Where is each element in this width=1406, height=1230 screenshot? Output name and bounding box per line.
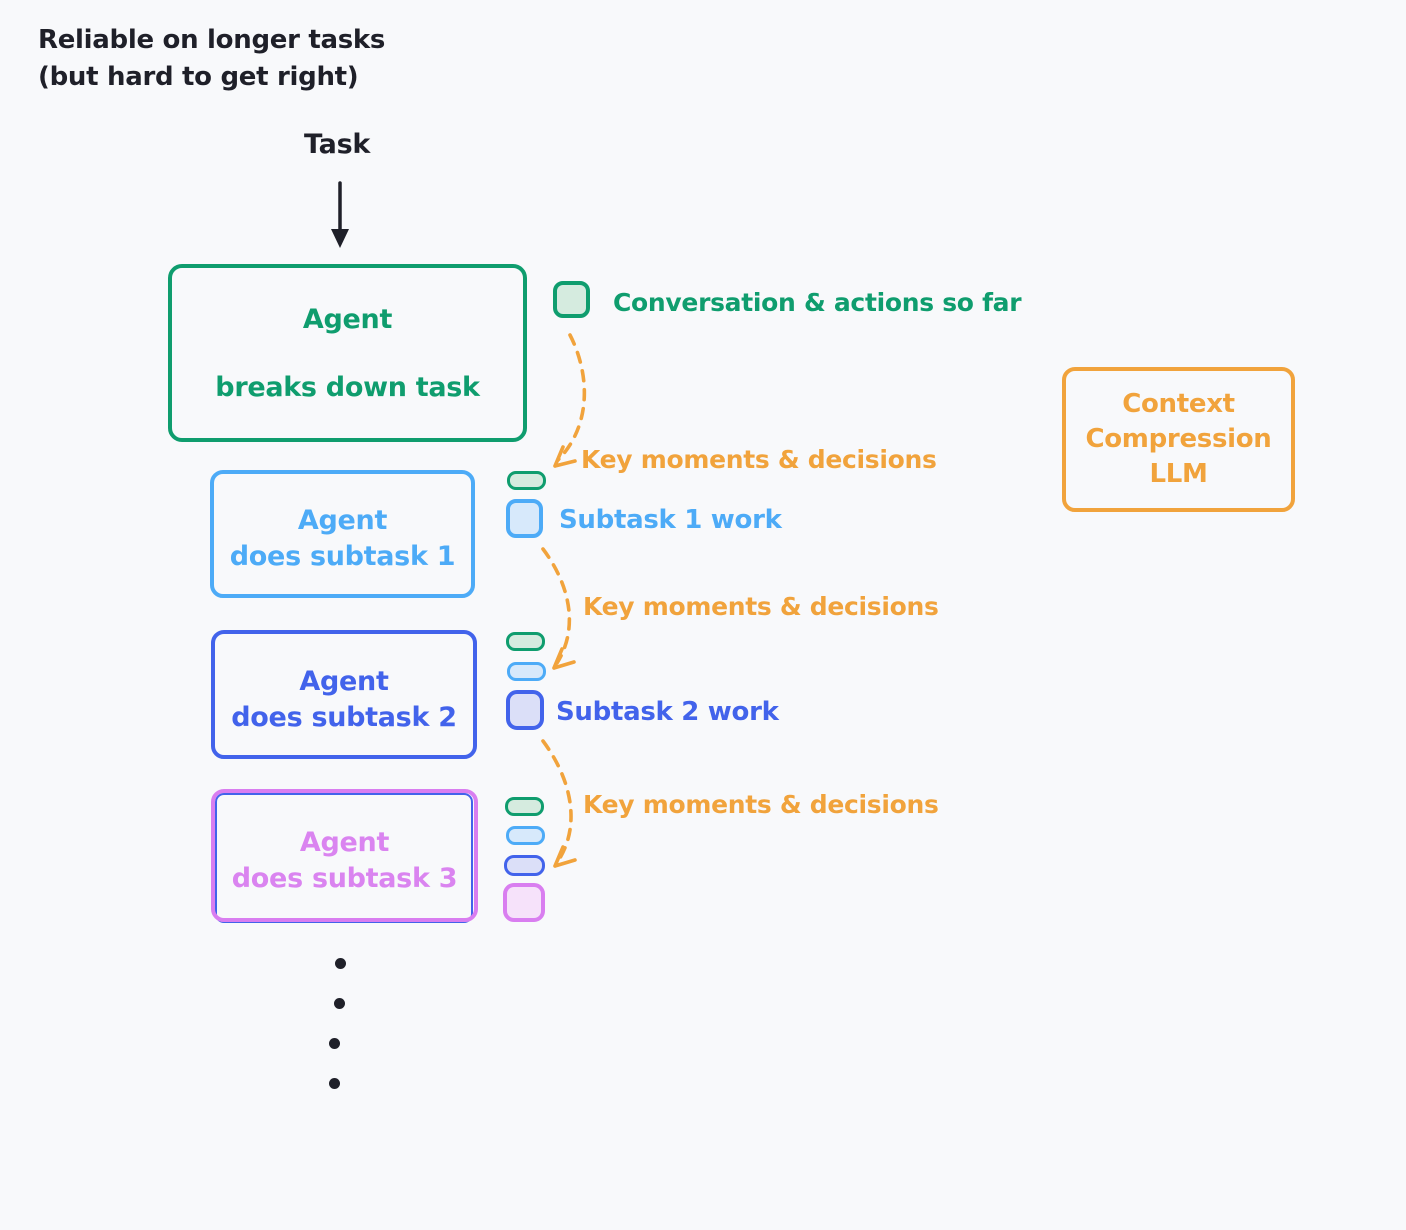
key-moments-label-2: Key moments & decisions xyxy=(583,592,939,621)
key-moments-chip-royal-3 xyxy=(504,855,545,876)
context-compression-line2: Compression xyxy=(1085,424,1272,454)
subtask2-agent-box: Agent does subtask 2 xyxy=(211,630,477,759)
task-arrow xyxy=(331,181,349,248)
subtask3-agent-box: Agent does subtask 3 xyxy=(211,789,478,922)
subtask2-agent-title: Agent xyxy=(299,665,389,697)
compression-arrow-2 xyxy=(541,547,576,670)
ellipsis-dot-2 xyxy=(334,998,345,1009)
page-title: Reliable on longer tasks (but hard to ge… xyxy=(38,22,385,96)
key-moments-chip-green-2 xyxy=(506,632,545,651)
key-moments-chip-green-3 xyxy=(505,797,544,816)
key-moments-label-3: Key moments & decisions xyxy=(583,790,939,819)
subtask2-work-chip xyxy=(506,690,544,730)
key-moments-chip-blue-2 xyxy=(507,662,546,681)
subtask1-work-chip xyxy=(506,499,543,538)
subtask3-agent-box-underlay xyxy=(215,793,473,923)
subtask2-agent-subtitle: does subtask 2 xyxy=(231,701,457,733)
context-compression-line1: Context xyxy=(1122,389,1235,419)
key-moments-label-1: Key moments & decisions xyxy=(581,445,937,474)
task-label: Task xyxy=(304,129,370,160)
subtask2-work-label: Subtask 2 work xyxy=(556,697,779,727)
ellipsis-dot-3 xyxy=(329,1038,340,1049)
compression-arrow-1 xyxy=(553,333,587,468)
ellipsis-dot-4 xyxy=(329,1078,340,1089)
context-compression-box: Context Compression LLM xyxy=(1062,367,1295,512)
subtask3-work-chip xyxy=(503,883,545,922)
subtask1-agent-title: Agent xyxy=(297,505,388,536)
subtask1-work-label: Subtask 1 work xyxy=(559,505,782,535)
subtask3-agent-title: Agent xyxy=(299,826,390,858)
conversation-label: Conversation & actions so far xyxy=(613,288,1022,317)
conversation-chip xyxy=(553,281,590,318)
subtask3-agent-subtitle: does subtask 3 xyxy=(231,862,458,894)
context-compression-line3: LLM xyxy=(1149,459,1208,489)
page-title-line2: (but hard to get right) xyxy=(38,62,359,92)
compression-arrow-3 xyxy=(541,739,577,868)
planner-agent-subtitle: breaks down task xyxy=(215,371,480,403)
planner-agent-box: Agent breaks down task xyxy=(168,264,527,442)
key-moments-chip-blue-3 xyxy=(506,826,545,845)
subtask1-agent-subtitle: does subtask 1 xyxy=(229,541,456,572)
page-title-line1: Reliable on longer tasks xyxy=(38,25,386,55)
planner-agent-title: Agent xyxy=(302,303,393,335)
ellipsis-dot-1 xyxy=(335,958,346,969)
subtask1-agent-box: Agent does subtask 1 xyxy=(210,470,475,598)
key-moments-chip-green-1 xyxy=(507,471,546,490)
